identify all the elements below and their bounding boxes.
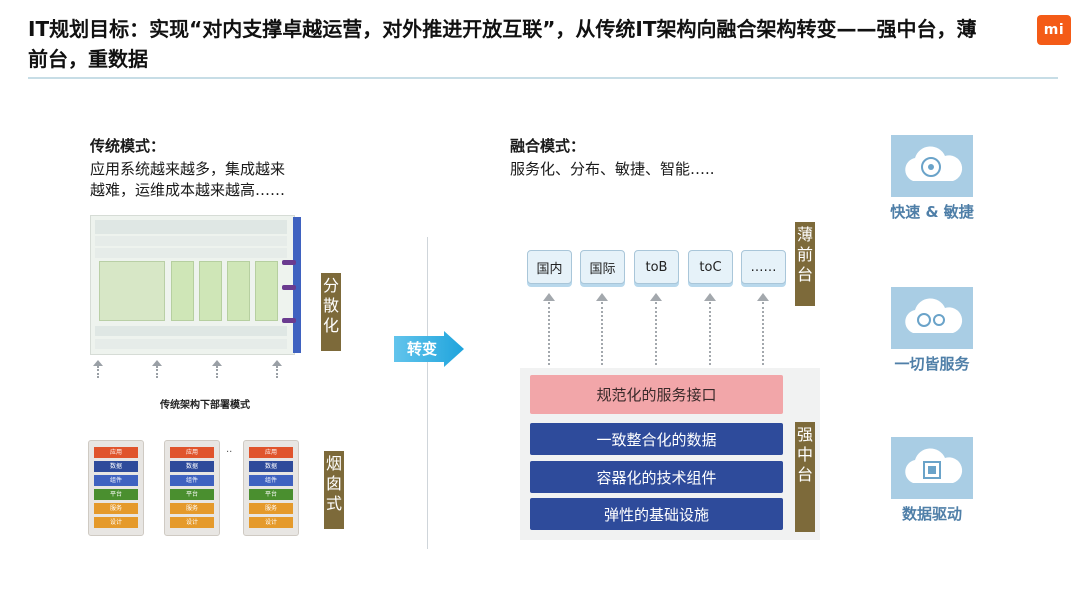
front-box-tob: toB bbox=[634, 250, 679, 284]
up-arrow-icon bbox=[704, 293, 716, 365]
diagram-caption: 传统架构下部署模式 bbox=[160, 400, 250, 411]
up-arrow-icon bbox=[91, 360, 105, 378]
stack-layer: 设计 bbox=[249, 517, 293, 528]
stack-layer: 应用 bbox=[170, 447, 214, 458]
stack-layer: 服务 bbox=[170, 503, 214, 514]
stack-layer: 平台 bbox=[249, 489, 293, 500]
ellipsis-separator: ·· bbox=[226, 447, 233, 458]
stack-layer: 数据 bbox=[170, 461, 214, 472]
front-box-domestic: 国内 bbox=[527, 250, 572, 284]
stack-layer: 组件 bbox=[170, 475, 214, 486]
connector-marker bbox=[282, 260, 296, 265]
label-decentralized: 分散化 bbox=[321, 273, 341, 351]
platform-layer-data: 一致整合化的数据 bbox=[530, 423, 783, 455]
feature-label: 快速 & 敏捷 bbox=[890, 203, 974, 221]
stack-layer: 设计 bbox=[94, 517, 138, 528]
label-chimney: 烟囱式 bbox=[324, 451, 344, 529]
stack-layer: 服务 bbox=[249, 503, 293, 514]
up-arrow-icon bbox=[210, 360, 224, 378]
stack-layer: 平台 bbox=[94, 489, 138, 500]
left-desc-line2: 越难，运维成本越来越高…… bbox=[90, 181, 286, 199]
feature-label: 数据驱动 bbox=[901, 505, 962, 523]
stack-layer: 组件 bbox=[249, 475, 293, 486]
stack-layer: 平台 bbox=[170, 489, 214, 500]
service-interface-bar: 规范化的服务接口 bbox=[530, 375, 783, 414]
title-divider bbox=[28, 77, 1058, 79]
chimney-stack: 应用 数据 组件 平台 服务 设计 bbox=[164, 440, 220, 536]
transition-label: 转变 bbox=[406, 340, 437, 358]
left-heading: 传统模式： bbox=[90, 137, 166, 155]
up-arrow-icon bbox=[150, 360, 164, 378]
up-arrow-icon bbox=[757, 293, 769, 365]
up-arrow-icon bbox=[543, 293, 555, 365]
cloud-brain-icon bbox=[891, 135, 973, 197]
front-box-more: …… bbox=[741, 250, 786, 284]
stack-layer: 服务 bbox=[94, 503, 138, 514]
platform-layer-components: 容器化的技术组件 bbox=[530, 461, 783, 493]
integration-bus-bar bbox=[293, 217, 301, 353]
front-box-toc: toC bbox=[688, 250, 733, 284]
up-arrow-icon bbox=[270, 360, 284, 378]
connector-marker bbox=[282, 285, 296, 290]
left-desc-line1: 应用系统越来越多，集成越来 bbox=[90, 160, 286, 178]
feature-data-driven: 数据驱动 bbox=[877, 437, 987, 524]
feature-label: 一切皆服务 bbox=[894, 355, 970, 373]
front-box-international: 国际 bbox=[580, 250, 625, 284]
cloud-gears-icon bbox=[891, 287, 973, 349]
section-divider bbox=[427, 237, 428, 549]
stack-layer: 数据 bbox=[94, 461, 138, 472]
right-desc: 服务化、分布、敏捷、智能….. bbox=[510, 160, 715, 178]
connector-marker bbox=[282, 318, 296, 323]
stack-layer: 设计 bbox=[170, 517, 214, 528]
brand-logo: mi bbox=[1037, 15, 1071, 45]
traditional-architecture-diagram bbox=[90, 215, 295, 355]
chimney-stack: 应用 数据 组件 平台 服务 设计 bbox=[88, 440, 144, 536]
cloud-chip-icon bbox=[891, 437, 973, 499]
stack-layer: 数据 bbox=[249, 461, 293, 472]
up-arrow-icon bbox=[596, 293, 608, 365]
feature-fast-agile: 快速 & 敏捷 bbox=[877, 135, 987, 222]
stack-layer: 应用 bbox=[94, 447, 138, 458]
stack-layer: 应用 bbox=[249, 447, 293, 458]
transition-arrow-icon bbox=[394, 331, 464, 367]
label-thin-front: 薄前台 bbox=[795, 222, 815, 306]
slide-title: IT规划目标：实现“对内支撑卓越运营，对外推进开放互联”，从传统IT架构向融合架… bbox=[28, 17, 977, 71]
feature-everything-as-service: 一切皆服务 bbox=[877, 287, 987, 374]
label-strong-middle: 强中台 bbox=[795, 422, 815, 532]
up-arrow-icon bbox=[650, 293, 662, 365]
stack-layer: 组件 bbox=[94, 475, 138, 486]
right-heading: 融合模式： bbox=[510, 137, 586, 155]
chimney-stack: 应用 数据 组件 平台 服务 设计 bbox=[243, 440, 299, 536]
platform-layer-infrastructure: 弹性的基础设施 bbox=[530, 498, 783, 530]
